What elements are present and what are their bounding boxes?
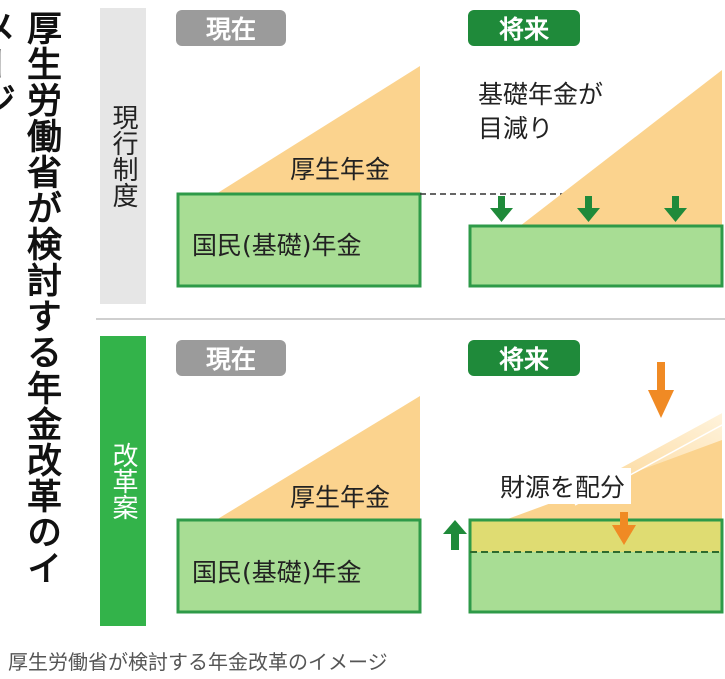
vertical-title: 厚生労働省が検討する年金改革のイメージ: [0, 10, 61, 586]
tag-future-top: 将来: [468, 10, 580, 46]
basic-pension-box-future-bottom: [470, 552, 722, 612]
tag-future-bottom: 将来: [468, 340, 580, 376]
tag-now-top: 現在: [176, 10, 286, 46]
section-divider: [96, 318, 725, 320]
label-basic-pension-bottom: 国民(基礎)年金: [192, 558, 362, 587]
down-arrow-icon: [664, 196, 687, 222]
basic-pension-box-future-top: [468, 224, 724, 288]
basic-pension-box-current-top: [176, 192, 422, 288]
row-label-current-system: 現行制度: [100, 8, 146, 304]
basic-pension-outline-future-bottom: [468, 518, 724, 614]
allocated-funds-band: [470, 520, 722, 552]
tag-now-bottom: 現在: [176, 340, 286, 376]
basic-pension-box-current-bottom: [176, 518, 422, 614]
employee-pension-triangle-future-top: [520, 70, 722, 226]
label-employee-pension-bottom: 厚生年金: [290, 483, 391, 512]
caption: 厚生労働省が検討する年金改革のイメージ: [8, 650, 388, 674]
down-arrow-icon: [490, 196, 513, 222]
label-employee-pension-top: 厚生年金: [290, 155, 391, 184]
employee-pension-triangle-current-top: [216, 66, 420, 194]
row-label-reform-plan: 改革案: [100, 336, 146, 626]
label-funds-allocation: 財源を配分: [494, 468, 632, 504]
label-basic-pension-top: 国民(基礎)年金: [192, 231, 362, 260]
down-arrow-icon: [648, 362, 674, 418]
down-arrow-icon: [612, 512, 636, 545]
label-basic-pension-decrease: 基礎年金が 目減り: [478, 80, 604, 143]
up-arrow-icon: [443, 520, 467, 550]
down-arrow-icon: [577, 196, 600, 222]
employee-pension-triangle-current-bottom: [216, 396, 420, 520]
